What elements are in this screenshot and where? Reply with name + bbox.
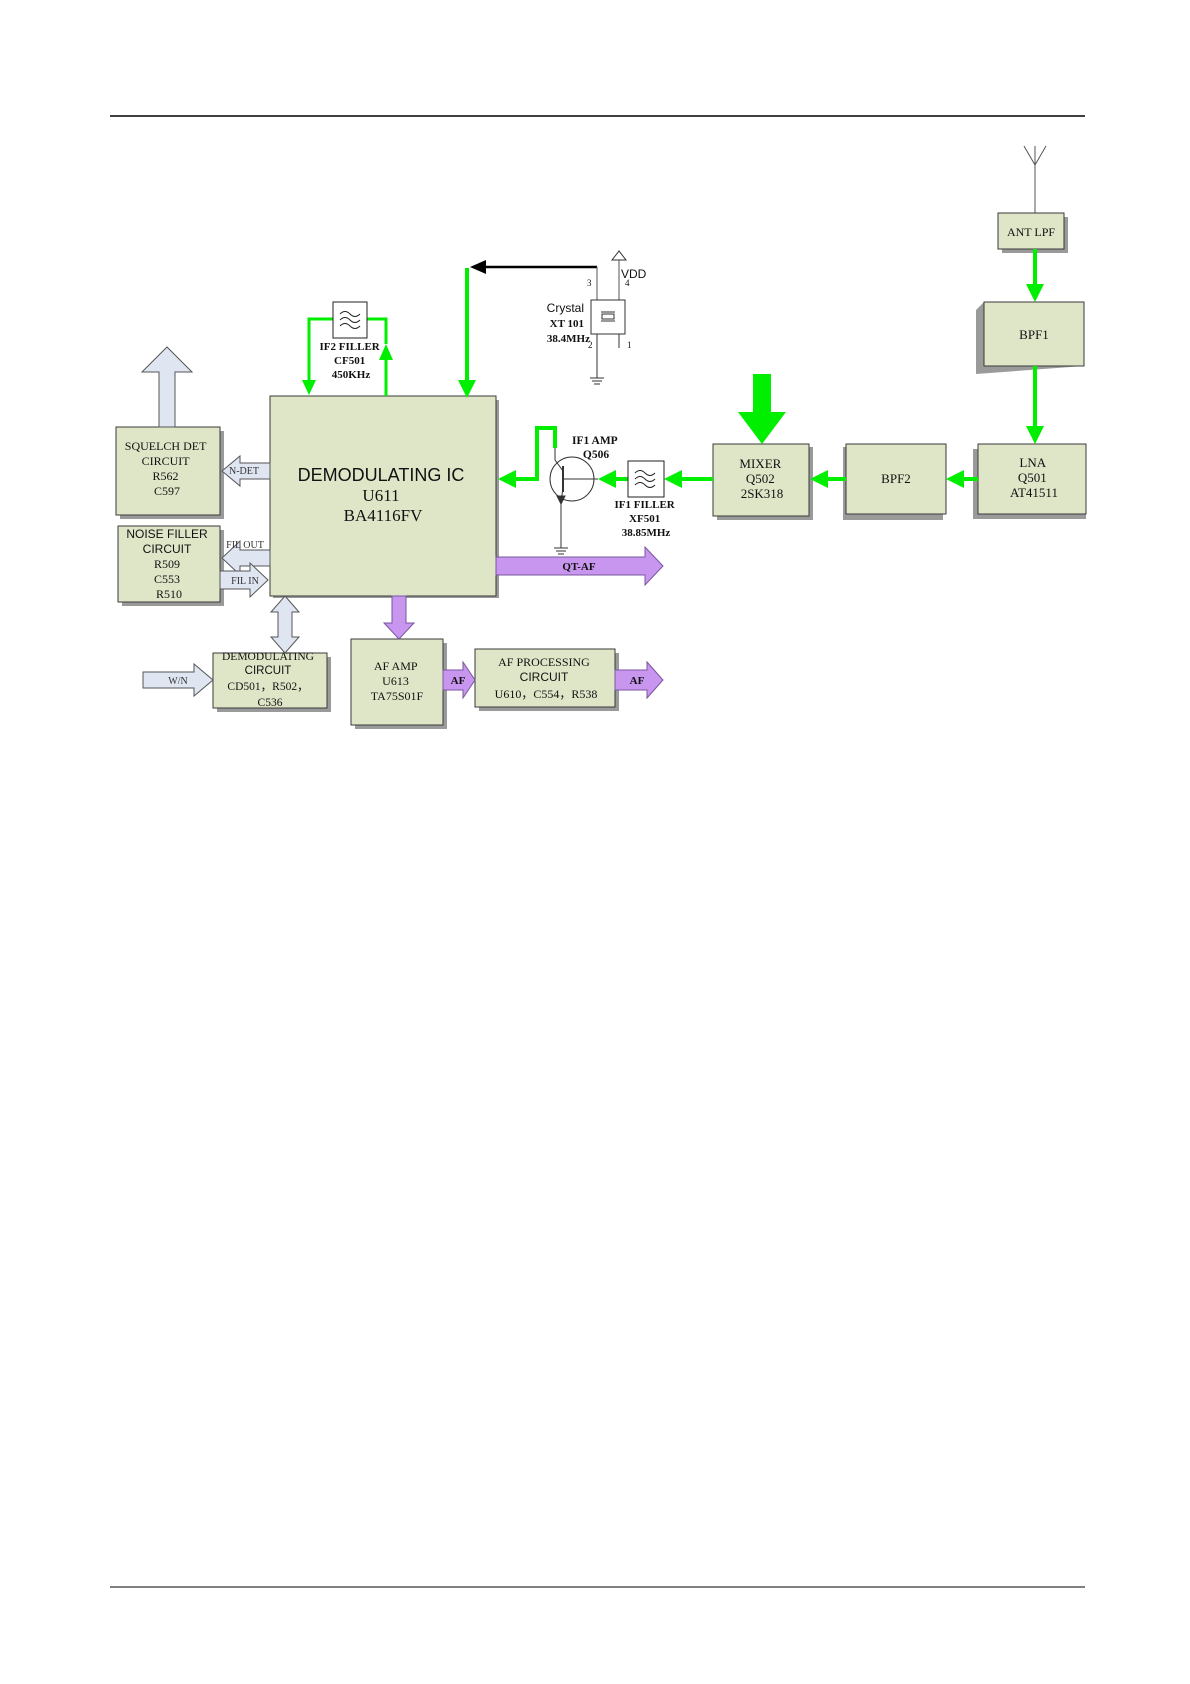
- if2-filter-label: IF2 FILLER CF501 450KHz: [320, 341, 383, 381]
- wn-label: W/N: [168, 676, 187, 687]
- af-label-2: AF: [630, 675, 645, 687]
- demodulating-circuit-block: [212, 652, 331, 712]
- crystal-label: Crystal XT 101 38.4MHz: [547, 299, 590, 345]
- af-amp-block: [350, 638, 447, 729]
- af-processing-block: [474, 648, 619, 711]
- crystal-feed-line: [470, 260, 620, 300]
- lna-label: LNA Q501 AT41511: [1010, 455, 1058, 500]
- control-signal-path: [140, 346, 301, 698]
- if1-filter-label: IF1 FILLER XF501 38.85MHz: [615, 499, 678, 539]
- demodulating-ic-label: DEMODULATING IC U611 BA4116FV: [298, 465, 469, 525]
- bpf2-block: [843, 443, 947, 520]
- bpf1-label: BPF1: [1019, 327, 1049, 342]
- af-processing-label: AF PROCESSING CIRCUIT U610，C554，R538: [495, 653, 598, 701]
- af-amp-label: AF AMP U613 TA75S01F: [371, 659, 424, 703]
- demodulating-circuit-label: DEMODULATING CIRCUIT CD501，R502， C536: [222, 647, 318, 709]
- crystal-icon: [590, 250, 628, 385]
- noise-filler-block: [117, 525, 224, 606]
- ant-lpf-block: [997, 212, 1068, 253]
- vdd-label: VDD: [621, 267, 647, 281]
- fil-out-label: FIL OUT: [226, 540, 264, 551]
- transistor-icon: [549, 448, 598, 555]
- bpf1-block: [976, 301, 1085, 374]
- if2-filter-icon: [332, 301, 368, 339]
- af-label-1: AF: [451, 675, 466, 687]
- qt-af-label: QT-AF: [562, 561, 595, 573]
- rf-signal-path: [302, 249, 1044, 488]
- antenna-icon: [1023, 145, 1047, 213]
- mixer-block: [712, 443, 813, 520]
- mixer-label: MIXER Q502 2SK318: [739, 456, 784, 501]
- demodulating-ic-block: [269, 395, 499, 598]
- crystal-pin-3: 3: [587, 278, 592, 288]
- crystal-pin-1: 1: [627, 340, 632, 350]
- bpf2-label: BPF2: [881, 471, 911, 486]
- noise-filler-label: NOISE FILLER CIRCUIT R509 C553 R510: [126, 525, 211, 601]
- ant-lpf-label: ANT LPF: [1007, 225, 1055, 239]
- if1-filter-icon: [627, 460, 665, 498]
- n-det-label: N-DET: [229, 466, 259, 477]
- audio-signal-path: [382, 545, 664, 700]
- crystal-pin-2: 2: [588, 340, 593, 350]
- lna-block: [973, 443, 1087, 519]
- crystal-pin-4: 4: [625, 278, 630, 288]
- if1-amp-label: IF1 AMP Q506: [572, 435, 620, 461]
- fil-in-label: FIL IN: [231, 576, 259, 587]
- squelch-det-block: [115, 426, 224, 519]
- squelch-det-label: SQUELCH DET CIRCUIT R562 C597: [125, 439, 209, 498]
